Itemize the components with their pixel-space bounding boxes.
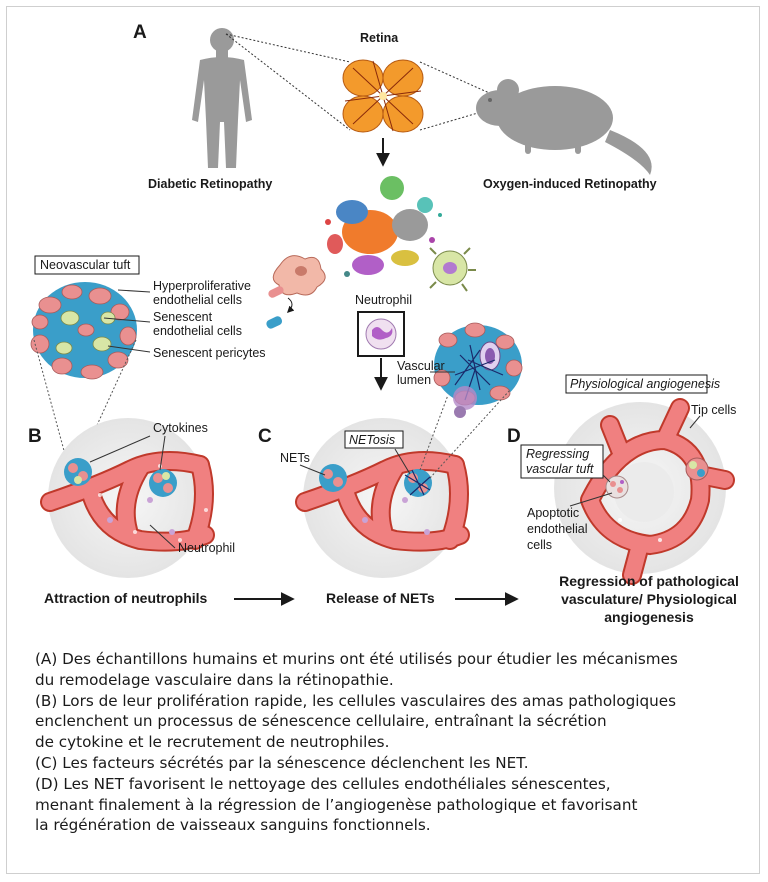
apoptotic-label-1: Apoptotic [527, 506, 579, 520]
panel-d-caption-2: vasculature/ Physiological [561, 591, 737, 607]
net-tuft-illustration [433, 322, 523, 418]
physiological-angiogenesis-label: Physiological angiogenesis [570, 377, 720, 391]
cytokines-leader-lines [89, 435, 166, 471]
caption-line: de cytokine et le recrutement de neutrop… [35, 733, 390, 752]
neovascular-tuft-box [34, 255, 140, 275]
hyperproliferative-label-2: endothelial cells [153, 293, 242, 307]
caption-line: menant finalement à la régression de l’a… [35, 795, 638, 814]
diabetic-retinopathy-label: Diabetic Retinopathy [148, 177, 272, 191]
netosis-label: NETosis [349, 433, 395, 447]
panel-b-caption: Attraction of neutrophils [44, 590, 208, 606]
apoptotic-label-3: cells [527, 538, 552, 552]
panel-letter-b: B [28, 426, 42, 447]
tuft-leader-lines [103, 289, 151, 353]
retina-icon [342, 59, 424, 133]
tsne-cluster-plot [325, 176, 442, 277]
caption-line: (B) Lors de leur prolifération rapide, l… [35, 691, 677, 710]
panel-c-caption: Release of NETs [326, 590, 435, 606]
cytokines-label: Cytokines [153, 421, 208, 435]
neutrophil-leader-line-b [149, 524, 176, 549]
panel-b-vessel-illustration [40, 418, 215, 578]
panel-d-caption-3: angiogenesis [604, 609, 694, 625]
panel-letter-d: D [507, 426, 521, 447]
retina-label: Retina [360, 31, 399, 45]
tip-cells-label: Tip cells [691, 403, 736, 417]
caption-line: (A) Des échantillons humains et murins o… [35, 650, 678, 668]
neutrophil-icon [357, 311, 405, 357]
vascular-lumen-label-1: Vascular [397, 359, 445, 373]
panel-letter-a: A [133, 22, 147, 43]
senescent-label-2: endothelial cells [153, 324, 242, 338]
tip-cells-leader-line [689, 415, 701, 429]
oxygen-retinopathy-label: Oxygen-induced Retinopathy [483, 177, 657, 191]
panel-c-vessel-illustration [295, 418, 470, 578]
panel-letter-c: C [258, 426, 272, 447]
caption-line: (D) Les NET favorisent le nettoyage des … [35, 774, 611, 793]
senescent-label-1: Senescent [153, 310, 213, 324]
apoptotic-label-2: endothelial [527, 522, 587, 536]
panel-d-caption-1: Regression of pathological [559, 573, 739, 589]
senescent-pericytes-label: Senescent pericytes [153, 346, 266, 360]
human-silhouette-icon [192, 28, 252, 168]
panel-d-vessel-illustration [554, 398, 735, 585]
neutrophil-label-b: Neutrophil [178, 541, 235, 555]
hyperproliferative-label-1: Hyperproliferative [153, 279, 251, 293]
caption-line: enclenchent un processus de sénescence c… [35, 712, 607, 731]
caption-line: du remodelage vasculaire dans la rétinop… [35, 670, 394, 689]
regressing-tuft-label-1: Regressing [526, 447, 589, 461]
netosis-box [344, 430, 404, 449]
physiological-angiogenesis-box [565, 374, 708, 394]
regressing-leader-line [602, 474, 611, 483]
caption-line: la régénération de vaisseaux sanguins fo… [35, 816, 431, 835]
regressing-tuft-label-2: vascular tuft [526, 462, 594, 476]
vascular-lumen-label-2: lumen [397, 373, 431, 387]
neovascular-tuft-title: Neovascular tuft [40, 258, 131, 272]
mouse-silhouette-icon [476, 79, 652, 175]
panel-c-leader-lines [299, 448, 411, 476]
panel-c-zoom-lines [419, 389, 511, 479]
neovascular-tuft-illustration [30, 282, 137, 380]
apoptotic-leader-line [569, 492, 613, 507]
cell-icons [266, 247, 476, 329]
figure-caption: (A) Des échantillons humains et murins o… [35, 649, 745, 836]
caption-line: (C) Les facteurs sécrétés par la sénesce… [35, 753, 529, 772]
regressing-tuft-box [520, 444, 604, 479]
nets-label: NETs [280, 451, 310, 465]
neutrophil-label-a: Neutrophil [355, 293, 412, 307]
